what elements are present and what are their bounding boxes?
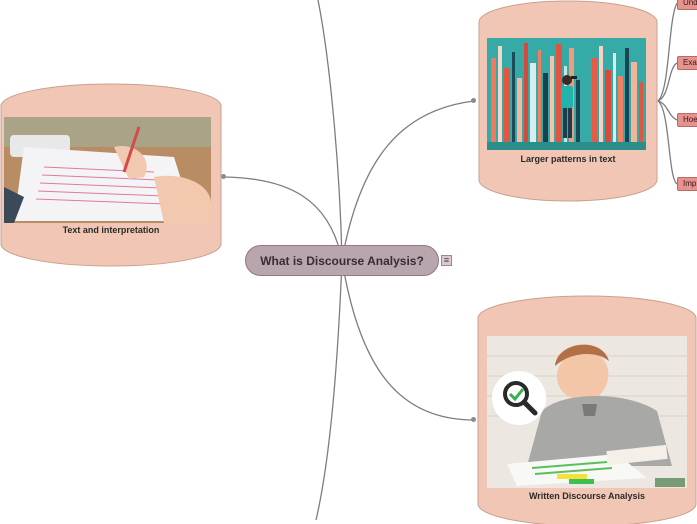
- topic-caption: Larger patterns in text: [520, 154, 616, 164]
- central-topic[interactable]: What is Discourse Analysis?: [245, 245, 439, 276]
- handwriting-image: [4, 117, 211, 223]
- subtopic-imp[interactable]: Imp: [677, 177, 697, 191]
- topic-larger-patterns[interactable]: Larger patterns in text: [478, 0, 658, 202]
- abstract-bars-image: [487, 38, 646, 150]
- subtopic-hoe[interactable]: Hoe: [677, 113, 697, 127]
- link-dot-bottom-right: [471, 417, 476, 422]
- topic-caption: Text and interpretation: [62, 225, 160, 235]
- link-dot-top-right: [471, 98, 476, 103]
- topic-caption: Written Discourse Analysis: [528, 491, 646, 501]
- topic-written-discourse[interactable]: Written Discourse Analysis: [477, 294, 697, 524]
- notes-icon[interactable]: ≡: [441, 255, 452, 266]
- topic-text-interpretation[interactable]: Text and interpretation: [0, 82, 222, 268]
- man-reading-image: [487, 336, 687, 488]
- link-dot-left: [221, 174, 226, 179]
- subtopic-exa[interactable]: Exa: [677, 56, 697, 70]
- subtopic-und[interactable]: Und: [677, 0, 697, 10]
